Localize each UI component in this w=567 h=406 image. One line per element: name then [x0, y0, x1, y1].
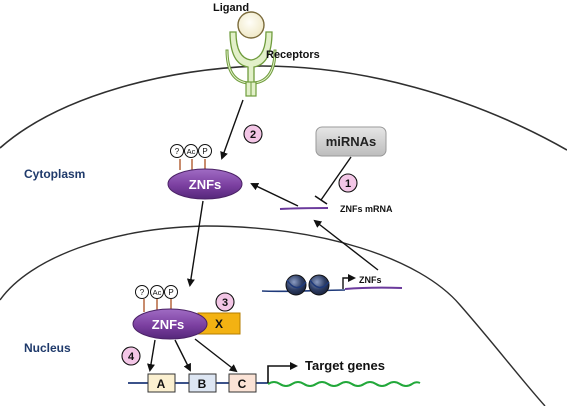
znfs-gene-label: ZNFs — [359, 275, 382, 285]
nucleus-label: Nucleus — [24, 341, 71, 355]
nucleosome — [308, 274, 330, 296]
znfs-cytoplasm-label: ZNFs — [189, 177, 222, 192]
arrow-to-gene-b — [174, 339, 191, 372]
modification-phospho: P — [168, 288, 173, 297]
modification-unknown: ? — [140, 288, 145, 297]
step-3-badge: 3 — [215, 292, 235, 312]
step-1-badge: 1 — [338, 173, 358, 193]
gene-b-box — [188, 373, 217, 393]
svg-text:3: 3 — [222, 297, 228, 309]
znf-gene-locus: ZNFs — [261, 274, 403, 296]
modification-phospho: P — [202, 147, 207, 156]
gene-c-box — [228, 373, 257, 393]
mirnas-box: miRNAs — [315, 126, 387, 157]
arrow-to-gene-a — [147, 339, 156, 372]
target-tss-arrow — [267, 362, 298, 383]
arrow-translation — [250, 182, 299, 207]
znfs-mrna — [279, 207, 329, 210]
svg-text:1: 1 — [345, 178, 351, 190]
modification-unknown: ? — [175, 147, 180, 156]
target-transcript — [267, 381, 421, 387]
gene-c-label: C — [238, 377, 247, 391]
svg-text:4: 4 — [128, 351, 135, 363]
cytoplasm-label: Cytoplasm — [24, 167, 85, 181]
znfs-nucleus-label: ZNFs — [152, 317, 185, 332]
znfs-cytoplasm: ? Ac P ZNFs — [167, 144, 243, 200]
svg-text:2: 2 — [250, 129, 256, 141]
gene-b-label: B — [198, 377, 207, 391]
mirna-inhibition — [320, 156, 352, 201]
modification-acetyl: Ac — [153, 288, 162, 297]
arrow-receptor-to-znfs — [220, 99, 244, 160]
gene-a-box — [147, 373, 176, 393]
receptors-label: Receptors — [266, 49, 320, 61]
ligand-label: Ligand — [213, 2, 249, 14]
target-genes-label: Target genes — [305, 358, 385, 373]
mirnas-label: miRNAs — [326, 134, 377, 149]
step-4-badge: 4 — [121, 346, 141, 366]
arrow-to-gene-c — [194, 338, 238, 373]
znfs-mrna-label: ZNFs mRNA — [340, 204, 393, 214]
arrow-nuclear-import — [186, 200, 204, 287]
partner-x-label: X — [215, 317, 223, 331]
tss-arrow — [342, 274, 356, 289]
znfs-nucleus-complex: ? Ac P X ZNFs — [132, 285, 241, 340]
arrow-transcription — [313, 219, 379, 271]
receptor — [225, 31, 277, 97]
target-gene-locus: A B C Target genes — [128, 358, 421, 393]
step-2-badge: 2 — [243, 124, 263, 144]
nucleosome — [285, 274, 307, 296]
ligand-sphere — [237, 11, 265, 39]
gene-a-label: A — [157, 377, 166, 391]
nuclear-envelope — [0, 225, 546, 406]
modification-acetyl: Ac — [187, 147, 196, 156]
cell-membrane — [0, 65, 567, 151]
